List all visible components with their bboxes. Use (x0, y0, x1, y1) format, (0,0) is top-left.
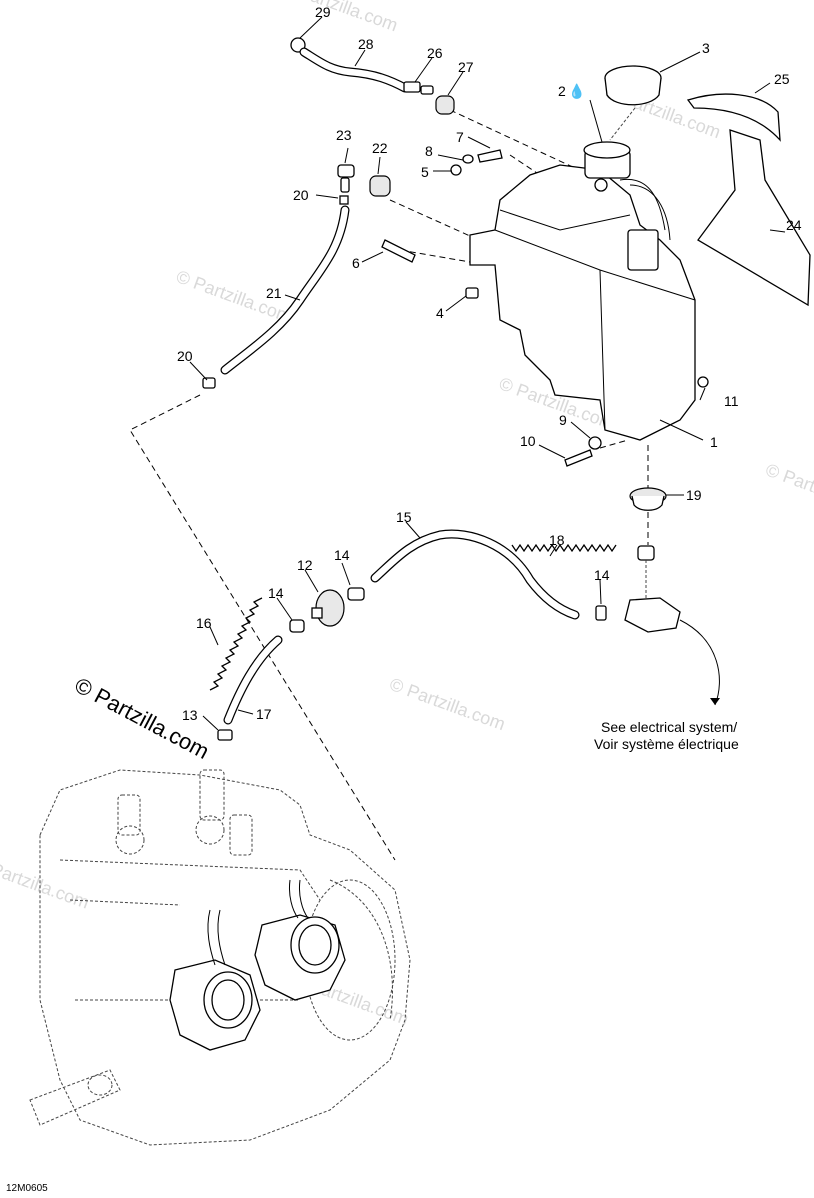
note-line-2: Voir système électrique (594, 736, 739, 752)
oil-feed-hose (217, 529, 580, 741)
hardware (381, 149, 709, 467)
callout-14b: 14 (268, 585, 284, 601)
callout-27: 27 (458, 59, 474, 75)
callout-7: 7 (456, 129, 464, 145)
arrow-down-icon (710, 698, 720, 705)
callout-2: 2 (558, 83, 566, 99)
vent-hose-assembly (290, 37, 455, 115)
callout-20b: 20 (177, 348, 193, 364)
callout-15: 15 (396, 509, 412, 525)
level-sensor (595, 545, 720, 706)
callout-26: 26 (427, 45, 443, 61)
callout-6: 6 (352, 255, 360, 271)
callout-8: 8 (425, 143, 433, 159)
callout-11: 11 (724, 393, 739, 409)
callout-18: 18 (549, 532, 565, 548)
callout-1: 1 (710, 434, 718, 450)
callout-21: 21 (266, 285, 282, 301)
callout-13: 13 (182, 707, 198, 723)
callout-numbers: 1 2 4 5 6 7 8 9 10 11 12 13 14 14 14 15 … (177, 4, 802, 723)
callout-25: 25 (774, 71, 790, 87)
callout-22: 22 (372, 140, 388, 156)
callout-9: 9 (559, 412, 567, 428)
leader-lines (189, 16, 786, 731)
note-line-1: See electrical system/ (601, 719, 737, 735)
watermark: © Partzilla.com (387, 674, 508, 734)
intake-adaptors (169, 879, 346, 1051)
callout-28: 28 (358, 36, 374, 52)
watermark: © Partzilla.com (0, 852, 92, 912)
callout-3: 3 (702, 40, 710, 56)
oil-drop-icon: 💧 (568, 83, 585, 100)
protective-springs (209, 543, 617, 691)
callout-19: 19 (686, 487, 702, 503)
engine (29, 769, 411, 1146)
figure-code: 12M0605 (6, 1183, 48, 1194)
grommet (629, 487, 667, 511)
callout-23: 23 (336, 127, 352, 143)
tank-covers (686, 93, 811, 307)
callout-4: 4 (436, 305, 444, 321)
callout-24: 24 (786, 217, 802, 233)
watermark: © Partzilla.com (280, 0, 401, 35)
callout-5: 5 (421, 164, 429, 180)
watermarks: © Partzilla.com © Partzilla.com © Partzi… (0, 0, 814, 1029)
oil-cap: 💧 (568, 65, 662, 141)
oil-tank (469, 141, 696, 441)
callout-14c: 14 (594, 567, 610, 583)
callout-12: 12 (297, 557, 313, 573)
callout-14a: 14 (334, 547, 350, 563)
electrical-note: See electrical system/ Voir système élec… (594, 719, 739, 752)
callout-10: 10 (520, 433, 536, 449)
callout-20a: 20 (293, 187, 309, 203)
watermark: © Partzilla.com (763, 460, 814, 520)
callout-17: 17 (256, 706, 272, 722)
callout-29: 29 (315, 4, 331, 20)
callout-16: 16 (196, 615, 212, 631)
